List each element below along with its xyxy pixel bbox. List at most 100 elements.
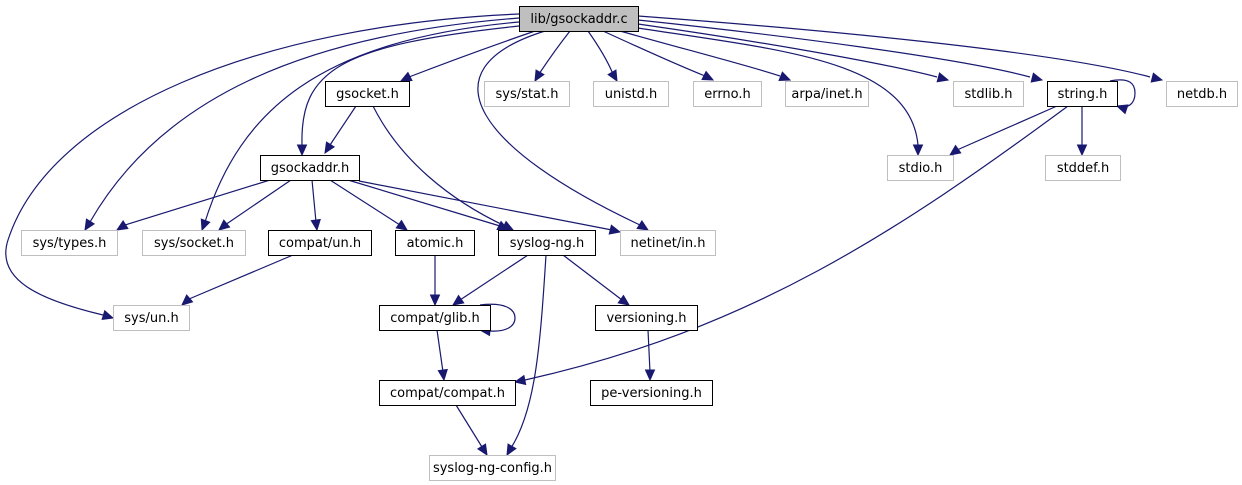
node-box <box>593 81 669 107</box>
arrowhead-icon <box>1115 104 1129 115</box>
node-box <box>484 81 570 107</box>
edge-string-to-stddef <box>1076 106 1088 157</box>
edge-line <box>329 105 357 146</box>
arrowhead-icon <box>452 294 465 306</box>
edge-line <box>188 254 294 300</box>
edge-line <box>637 23 938 78</box>
edge-line <box>637 15 1151 78</box>
node-box <box>395 230 475 256</box>
edge-line <box>5 13 520 316</box>
arrowhead-icon <box>534 69 545 83</box>
arrowhead-icon <box>429 294 441 307</box>
arrowhead-icon <box>395 219 408 231</box>
node-compatcompat[interactable]: compat/compat.h <box>379 380 516 406</box>
edge-root-to-stdlib <box>637 23 950 83</box>
node-box <box>1166 81 1238 107</box>
arrowhead-icon <box>644 369 656 382</box>
edge-root-to-netinetin <box>477 30 650 231</box>
arrowhead-icon <box>218 219 231 231</box>
node-box <box>379 305 491 331</box>
node-netinetin: netinet/in.h <box>620 230 716 256</box>
node-box <box>113 305 190 331</box>
edge-root-to-sysstat <box>534 30 571 83</box>
node-string[interactable]: string.h <box>1047 81 1118 107</box>
edge-line <box>524 105 1069 381</box>
node-box <box>1045 155 1121 181</box>
edge-line <box>347 179 501 227</box>
node-label: errno.h <box>704 87 751 102</box>
node-stddef: stddef.h <box>1045 155 1121 181</box>
edge-syslogng-to-syslogngconfig <box>506 254 547 457</box>
arrowhead-icon <box>200 218 211 232</box>
edge-root-to-syssocket <box>200 21 520 232</box>
edge-root-to-arpainet <box>619 30 792 81</box>
edge-gsockaddr-to-netinetin <box>358 180 622 235</box>
edge-compatglib-to-compatcompat <box>436 329 448 382</box>
arrowhead-icon <box>617 294 630 306</box>
edge-line <box>587 30 614 75</box>
edge-gsocket-to-gsockaddr <box>324 105 357 155</box>
arrowhead-icon <box>701 70 715 81</box>
node-box <box>620 230 716 256</box>
edge-line <box>562 254 623 301</box>
edge-root-to-systypes <box>84 17 520 232</box>
node-box <box>260 155 360 181</box>
arrowhead-icon <box>1076 144 1088 157</box>
node-unistd: unistd.h <box>593 81 669 107</box>
node-label: netinet/in.h <box>631 236 706 251</box>
node-box <box>268 230 372 256</box>
node-arpainet: arpa/inet.h <box>785 81 869 107</box>
node-box <box>519 6 639 32</box>
edge-root-to-netdb <box>637 15 1164 83</box>
edge-root-to-unistd <box>587 30 618 83</box>
arrowhead-icon <box>296 144 308 157</box>
node-box <box>498 230 596 256</box>
node-gsockaddr[interactable]: gsockaddr.h <box>260 155 360 181</box>
edge-versioning-to-peversioning <box>644 329 656 382</box>
arrowhead-icon <box>181 294 194 306</box>
arrowhead-icon <box>936 72 950 83</box>
arrowhead-icon <box>1150 72 1164 83</box>
edge-line <box>224 179 292 226</box>
edge-root-to-errno <box>602 30 715 81</box>
arrowhead-icon <box>506 443 517 457</box>
arrowhead-icon <box>84 218 96 232</box>
edge-line <box>647 329 651 373</box>
arrowhead-icon <box>778 71 792 81</box>
node-root[interactable]: lib/gsockaddr.c <box>519 6 639 32</box>
edge-line <box>372 105 506 227</box>
edge-line <box>538 30 571 75</box>
node-syslogng[interactable]: syslog-ng.h <box>498 230 596 256</box>
node-systypes: sys/types.h <box>21 230 118 256</box>
node-errno: errno.h <box>693 81 762 107</box>
edge-string-to-stdio <box>949 105 1058 156</box>
edge-line <box>455 404 483 448</box>
node-versioning[interactable]: versioning.h <box>595 305 698 331</box>
node-compatun[interactable]: compat/un.h <box>268 230 372 256</box>
node-label: pe-versioning.h <box>601 386 702 401</box>
edge-line <box>311 179 317 223</box>
node-label: versioning.h <box>606 311 686 326</box>
arrowhead-icon <box>310 218 321 232</box>
edge-syslogng-to-compatglib <box>452 254 529 306</box>
node-box <box>595 305 698 331</box>
edge-line <box>479 303 516 332</box>
node-stdio: stdio.h <box>887 155 954 181</box>
node-label: syslog-ng.h <box>510 236 585 251</box>
node-gsocket[interactable]: gsocket.h <box>325 81 410 107</box>
node-peversioning[interactable]: pe-versioning.h <box>590 380 713 406</box>
arrowhead-icon <box>1030 72 1044 83</box>
edge-gsockaddr-to-syssocket <box>218 179 292 231</box>
node-label: compat/compat.h <box>390 386 505 401</box>
edge-gsockaddr-to-compatun <box>310 179 321 232</box>
node-atomic[interactable]: atomic.h <box>395 230 475 256</box>
node-box <box>142 230 246 256</box>
arrowhead-icon <box>607 69 618 83</box>
arrowhead-icon <box>324 141 336 155</box>
edge-line <box>204 21 520 223</box>
edge-line <box>637 27 919 146</box>
node-box <box>590 380 713 406</box>
node-compatglib[interactable]: compat/glib.h <box>379 305 491 331</box>
node-label: stdio.h <box>899 161 943 176</box>
